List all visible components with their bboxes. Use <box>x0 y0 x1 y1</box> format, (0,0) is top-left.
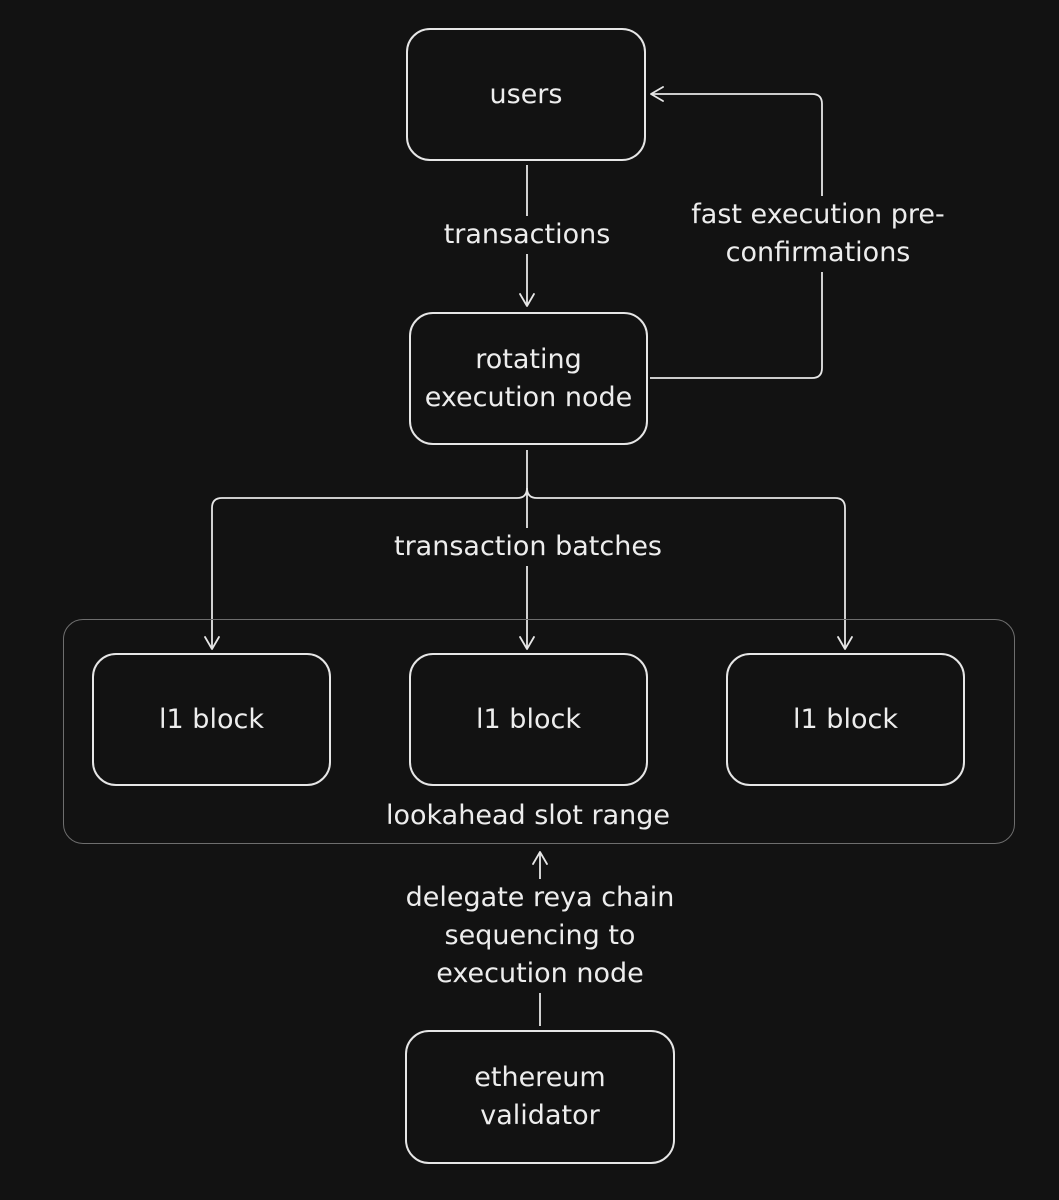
delegation-text-line-3: execution node <box>436 958 644 989</box>
l1-block-node-3: l1 block <box>726 653 965 786</box>
execution-node: rotating execution node <box>409 312 648 445</box>
l1-block-node-2: l1 block <box>409 653 648 786</box>
lookahead-slot-range-group <box>63 619 1015 844</box>
delegation-text-line-1: delegate reya chain <box>405 882 675 913</box>
lookahead-slot-range-text: lookahead slot range <box>385 800 670 831</box>
batches-edge-label: transaction batches <box>366 528 690 566</box>
delegation-text-line-2: sequencing to <box>444 920 636 951</box>
preconfirmations-text-line-1: fast execution pre- <box>691 199 945 230</box>
l1-block-label-2: l1 block <box>476 703 581 735</box>
preconfirmations-text-line-2: confirmations <box>725 237 911 268</box>
batches-edge-text: transaction batches <box>393 531 662 562</box>
l1-block-label-1: l1 block <box>159 703 264 735</box>
preconfirmations-edge-label: fast execution pre- confirmations <box>668 196 968 272</box>
users-node: users <box>406 28 646 161</box>
delegation-edge-label: delegate reya chain sequencing to execut… <box>382 879 698 993</box>
l1-block-node-1: l1 block <box>92 653 331 786</box>
transactions-edge-text: transactions <box>443 219 611 250</box>
validator-label-line-1: ethereum <box>474 1062 606 1093</box>
validator-node: ethereum validator <box>405 1030 675 1164</box>
arrow-batches-to-l1-block-3 <box>526 487 853 650</box>
lookahead-slot-range-label: lookahead slot range <box>360 797 696 835</box>
transactions-edge-label: transactions <box>418 216 636 254</box>
validator-label-line-2: validator <box>480 1100 600 1131</box>
l1-block-label-3: l1 block <box>793 703 898 735</box>
users-node-label: users <box>489 78 563 110</box>
execution-node-label-line-1: rotating <box>475 343 582 375</box>
execution-node-label-line-2: execution node <box>424 381 633 413</box>
